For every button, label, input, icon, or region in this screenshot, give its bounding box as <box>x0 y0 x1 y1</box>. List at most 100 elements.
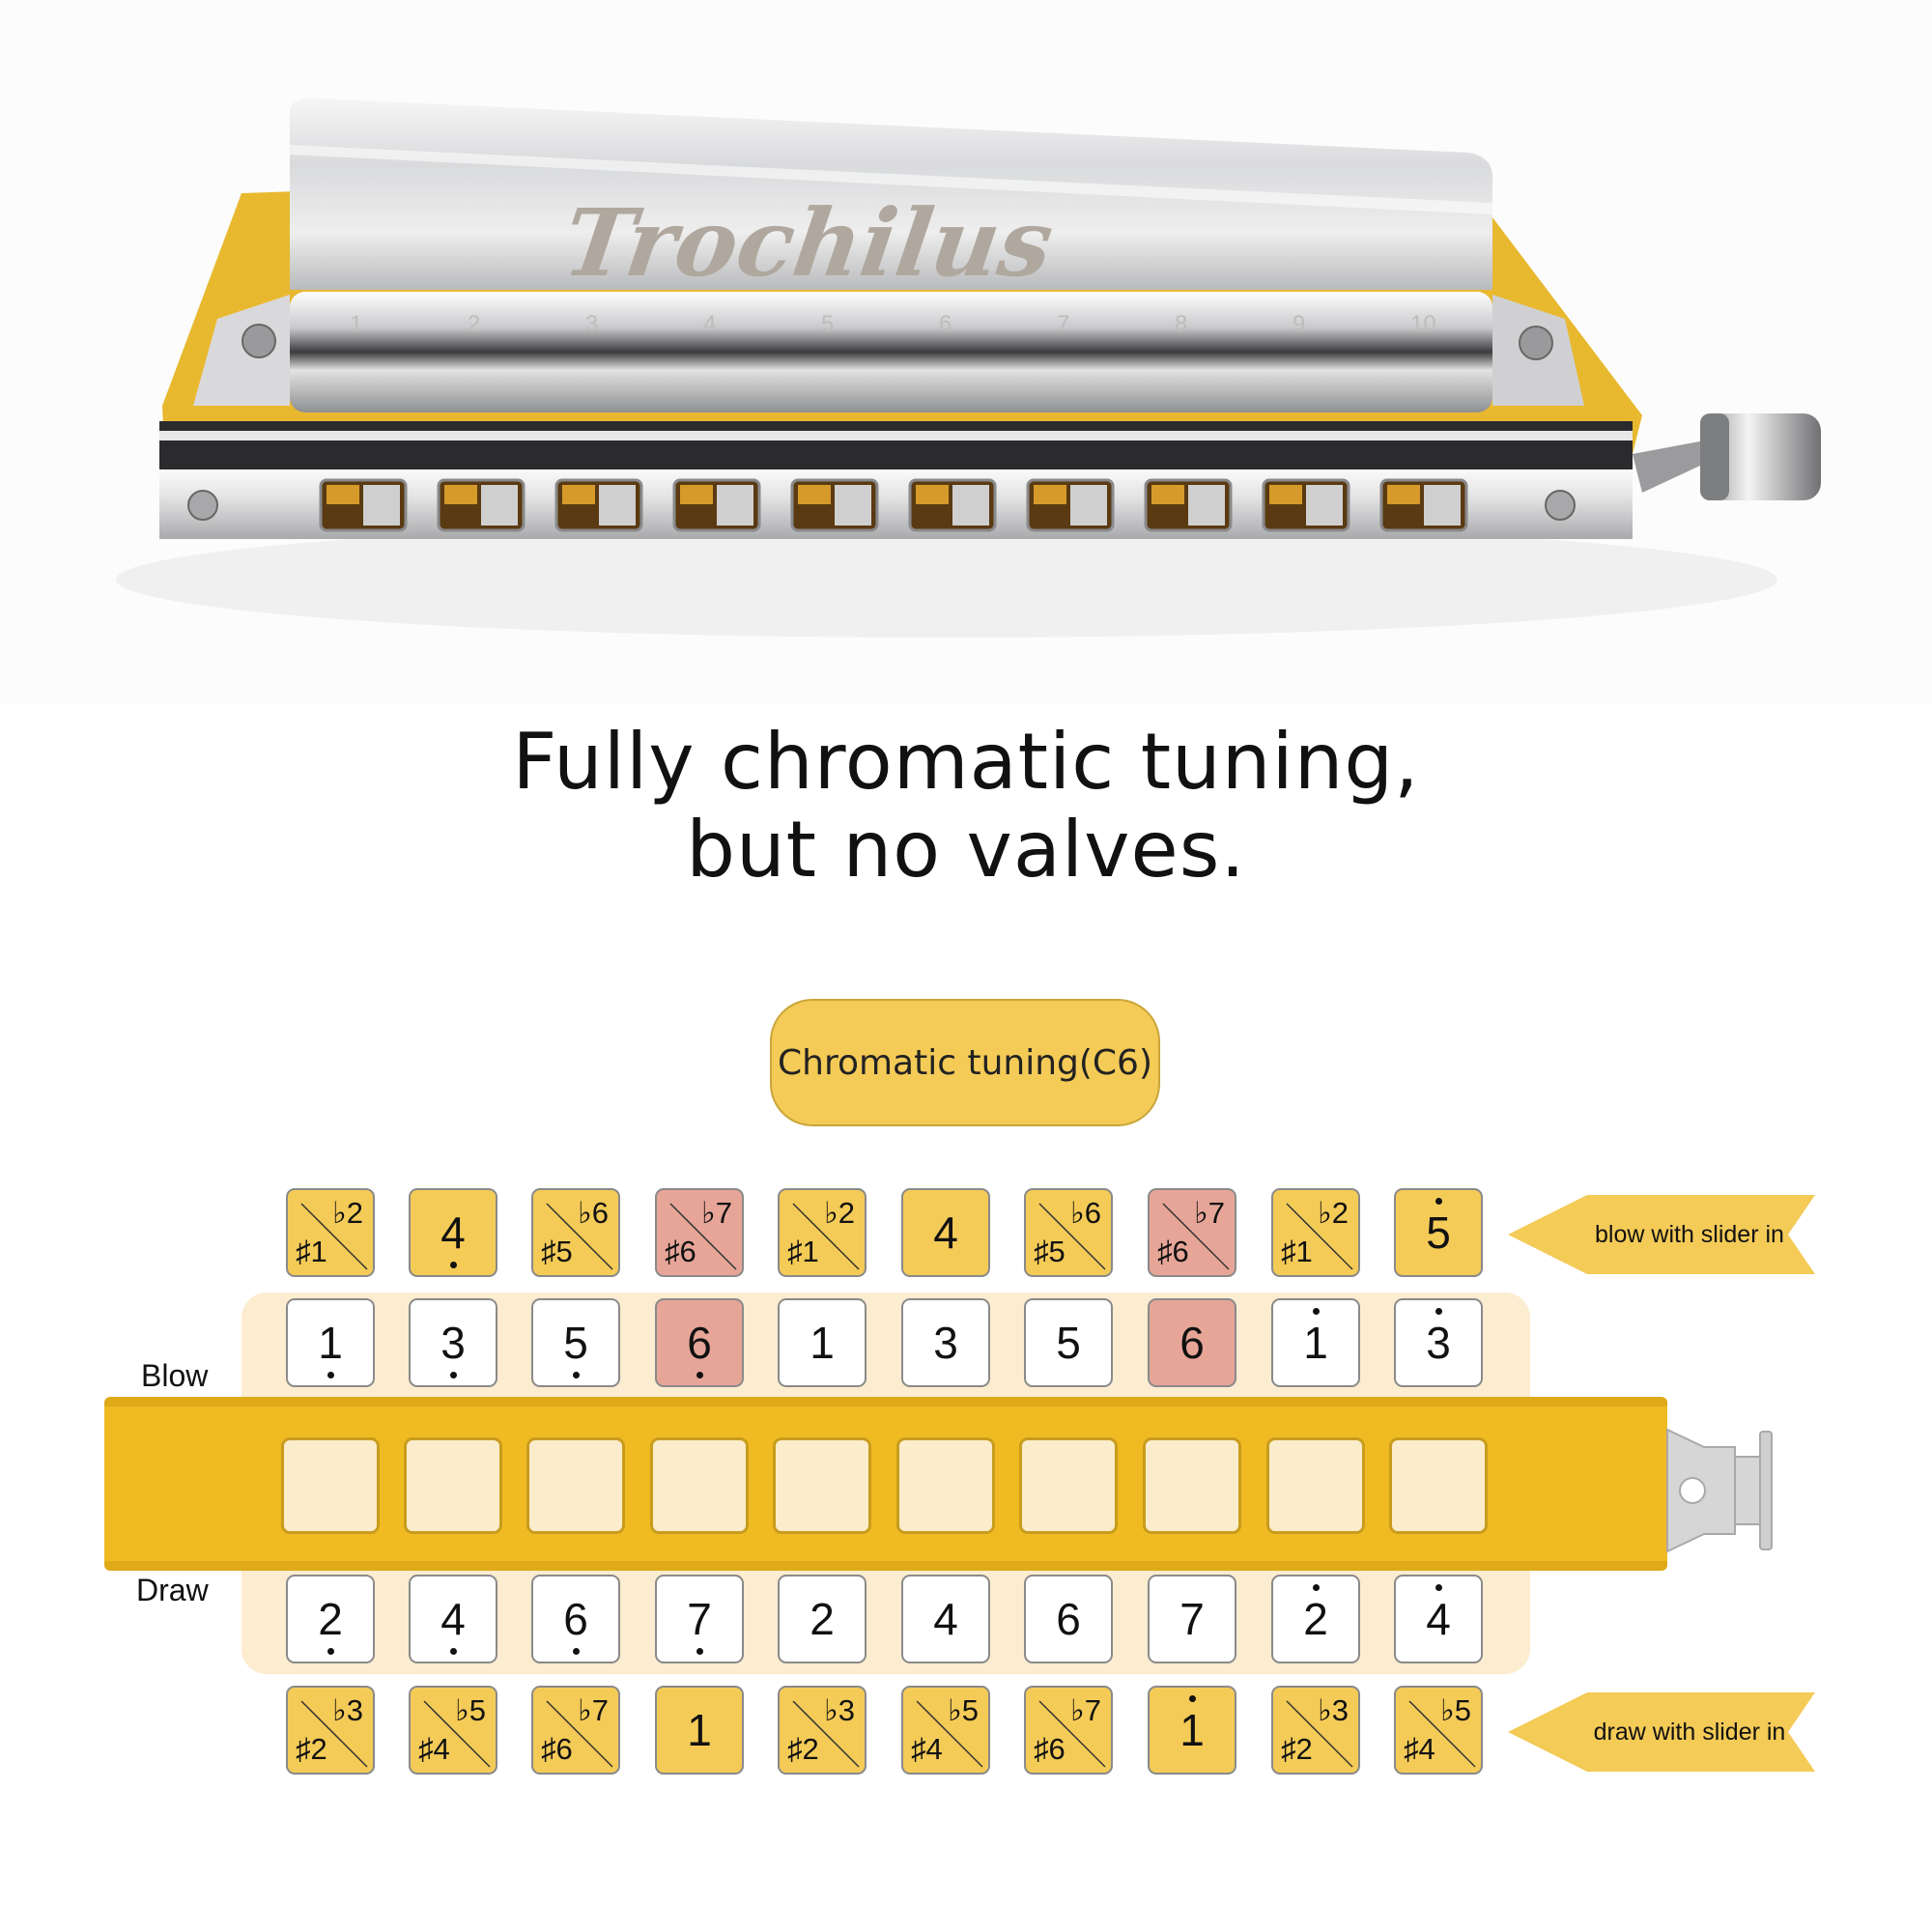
reed-comb <box>327 485 359 504</box>
octave-dot-below <box>327 1372 334 1378</box>
octave-dot-below <box>696 1648 703 1655</box>
split-divider <box>669 1203 737 1270</box>
octave-dot-above <box>1435 1308 1442 1315</box>
note-number: 1 <box>1179 1705 1205 1755</box>
reed-comb <box>798 485 831 504</box>
hole-8 <box>1143 1437 1241 1534</box>
draw-slider-flag: draw with slider in <box>1508 1692 1817 1772</box>
draw-slider-note-cell: ♭5♯4 <box>409 1686 497 1775</box>
split-divider <box>1038 1203 1106 1270</box>
reed-plate <box>1188 485 1225 526</box>
reed-comb <box>444 485 477 504</box>
note-number: 3 <box>1426 1318 1451 1368</box>
note-number: 6 <box>1179 1318 1205 1368</box>
split-divider <box>1038 1700 1106 1768</box>
slider-knob-icon <box>1666 1428 1773 1553</box>
hole-number: 1 <box>350 311 362 337</box>
hole-1 <box>281 1437 380 1534</box>
sharp-note: ♯6 <box>665 1235 696 1268</box>
reed-plate <box>1306 485 1343 526</box>
screw-icon <box>1545 490 1576 521</box>
blow-note-cell: 1 <box>778 1298 867 1387</box>
flat-note: ♭3 <box>1318 1693 1349 1727</box>
blow-slider-note-cell: 4 <box>901 1188 990 1277</box>
octave-dot-below <box>572 1648 580 1655</box>
reed-comb <box>562 485 595 504</box>
sharp-note: ♯1 <box>787 1235 819 1268</box>
octave-dot-above <box>1312 1584 1320 1591</box>
sharp-note: ♯4 <box>418 1732 450 1766</box>
sharp-note: ♯1 <box>296 1235 327 1268</box>
split-divider <box>300 1203 368 1270</box>
draw-note-cell: 2 <box>778 1575 867 1663</box>
flat-note: ♭7 <box>701 1196 732 1230</box>
hole-number: 10 <box>1410 311 1436 337</box>
split-divider <box>1162 1203 1230 1270</box>
blow-note-cell: 3 <box>901 1298 990 1387</box>
hole-3 <box>526 1437 625 1534</box>
note-number: 6 <box>563 1594 588 1644</box>
split-divider <box>792 1700 860 1768</box>
draw-slider-note-cell: ♭3♯2 <box>286 1686 375 1775</box>
reed-plate <box>717 485 753 526</box>
slider-button <box>1700 413 1821 500</box>
split-divider <box>423 1700 491 1768</box>
reed-plate <box>952 485 989 526</box>
reed-comb <box>1387 485 1420 504</box>
hole-9 <box>1266 1437 1365 1534</box>
sharp-note: ♯6 <box>1157 1235 1189 1268</box>
split-divider <box>1408 1700 1476 1768</box>
headline-line-1: Fully chromatic tuning, <box>512 717 1420 807</box>
blow-note-cell: 6 <box>655 1298 744 1387</box>
note-number: 2 <box>1303 1594 1328 1644</box>
blow-slider-note-cell: ♭6♯5 <box>531 1188 620 1277</box>
hole-5 <box>773 1437 871 1534</box>
reed-comb <box>1034 485 1066 504</box>
draw-label: Draw <box>136 1573 209 1607</box>
note-number: 5 <box>563 1318 588 1368</box>
note-number: 2 <box>318 1594 343 1644</box>
reed-plate <box>481 485 518 526</box>
draw-note-cell: 6 <box>531 1575 620 1663</box>
octave-dot-below <box>449 1262 457 1268</box>
sharp-note: ♯4 <box>1404 1732 1435 1766</box>
blow-note-cell: 5 <box>531 1298 620 1387</box>
reed-plate <box>1424 485 1461 526</box>
flat-note: ♭5 <box>1440 1693 1471 1727</box>
octave-dot-below <box>696 1372 703 1378</box>
note-number: 1 <box>810 1318 835 1368</box>
blow-slider-note-cell: 4 <box>409 1188 497 1277</box>
draw-note-cell: 6 <box>1024 1575 1113 1663</box>
note-number: 6 <box>687 1318 712 1368</box>
octave-dot-above <box>1435 1584 1442 1591</box>
note-number: 4 <box>440 1594 466 1644</box>
reed-plate <box>363 485 400 526</box>
sharp-note: ♯4 <box>911 1732 943 1766</box>
blow-note-cell: 6 <box>1148 1298 1236 1387</box>
flat-note: ♭7 <box>1070 1693 1101 1727</box>
hole-2 <box>404 1437 502 1534</box>
octave-dot-below <box>449 1648 457 1655</box>
brand-logo: Trochilus <box>557 187 1060 297</box>
blow-note-cell: 1 <box>286 1298 375 1387</box>
sharp-note: ♯6 <box>1034 1732 1065 1766</box>
draw-note-cell: 4 <box>409 1575 497 1663</box>
flat-note: ♭6 <box>578 1196 609 1230</box>
blow-slider-note-cell: ♭7♯6 <box>1148 1188 1236 1277</box>
split-divider <box>792 1203 860 1270</box>
draw-note-cell: 2 <box>1271 1575 1360 1663</box>
flat-note: ♭3 <box>824 1693 855 1727</box>
reed-plate <box>599 485 636 526</box>
sharp-note: ♯6 <box>541 1732 573 1766</box>
sharp-note: ♯2 <box>787 1732 819 1766</box>
split-divider <box>1286 1203 1353 1270</box>
reed-plate <box>835 485 871 526</box>
screw-icon <box>187 490 218 521</box>
headline-line-2: but no valves. <box>686 805 1246 895</box>
draw-slider-note-cell: 1 <box>1148 1686 1236 1775</box>
blow-slider-flag: blow with slider in <box>1508 1195 1817 1274</box>
screw-icon <box>1519 326 1553 360</box>
blow-slider-note-cell: ♭2♯1 <box>286 1188 375 1277</box>
octave-dot-below <box>327 1648 334 1655</box>
